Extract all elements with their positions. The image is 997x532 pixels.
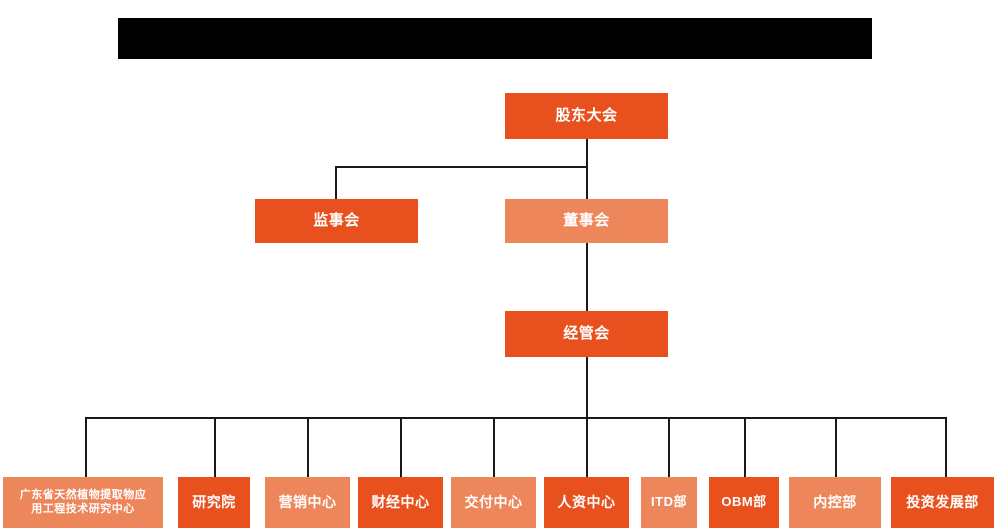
node-label: 财经中心: [371, 493, 430, 510]
connector-management-to-bus: [586, 357, 588, 419]
node-board-of-supervisors[interactable]: 监事会: [255, 199, 418, 243]
connector-to-board-of-supervisors: [335, 166, 337, 199]
connector-drop-itd-department: [668, 417, 670, 477]
node-obm-department[interactable]: OBM部: [709, 477, 779, 528]
connector-drop-finance-center: [400, 417, 402, 477]
node-shareholders-meeting[interactable]: 股东大会: [505, 93, 668, 139]
connector-directors-to-management: [586, 243, 588, 311]
node-delivery-center[interactable]: 交付中心: [451, 477, 536, 528]
connector-to-board-of-directors: [586, 166, 588, 199]
node-board-of-directors[interactable]: 董事会: [505, 199, 668, 243]
node-itd-department[interactable]: ITD部: [641, 477, 697, 528]
connector-drop-obm-department: [744, 417, 746, 477]
node-investment-development-department[interactable]: 投资发展部: [891, 477, 994, 528]
node-hr-center[interactable]: 人资中心: [544, 477, 629, 528]
node-label: 营销中心: [278, 493, 337, 510]
connector-departments-bus: [85, 417, 946, 419]
connector-drop-guangdong-research-center: [85, 417, 87, 477]
connector-drop-internal-control-department: [835, 417, 837, 477]
node-label: 投资发展部: [906, 493, 979, 510]
connector-drop-investment-development-department: [945, 417, 947, 477]
node-finance-center[interactable]: 财经中心: [358, 477, 443, 528]
connector-drop-research-institute: [214, 417, 216, 477]
node-label: OBM部: [721, 494, 767, 510]
node-label: 经管会: [563, 324, 610, 342]
redacted-title-bar: [118, 18, 872, 59]
node-research-institute[interactable]: 研究院: [178, 477, 250, 528]
connector-drop-hr-center: [586, 417, 588, 477]
node-label: 研究院: [192, 493, 236, 510]
node-label-line-2: 用工程技术研究中心: [31, 502, 135, 515]
connector-drop-marketing-center: [307, 417, 309, 477]
connector-drop-delivery-center: [493, 417, 495, 477]
node-guangdong-research-center[interactable]: 广东省天然植物提取物应 用工程技术研究中心: [3, 477, 163, 528]
node-label: 人资中心: [557, 493, 616, 510]
connector-level2-bus: [335, 166, 588, 168]
node-label: 董事会: [563, 211, 610, 229]
node-label: 内控部: [813, 493, 857, 510]
node-marketing-center[interactable]: 营销中心: [265, 477, 350, 528]
node-label-line-1: 广东省天然植物提取物应: [19, 488, 147, 501]
connector-shareholders-down: [586, 139, 588, 167]
node-label: ITD部: [651, 494, 687, 510]
node-label: 股东大会: [555, 106, 618, 124]
node-label: 交付中心: [464, 493, 523, 510]
node-label: 监事会: [313, 211, 360, 229]
node-management-committee[interactable]: 经管会: [505, 311, 668, 357]
node-internal-control-department[interactable]: 内控部: [789, 477, 881, 528]
node-label: 广东省天然植物提取物应 用工程技术研究中心: [16, 489, 151, 517]
